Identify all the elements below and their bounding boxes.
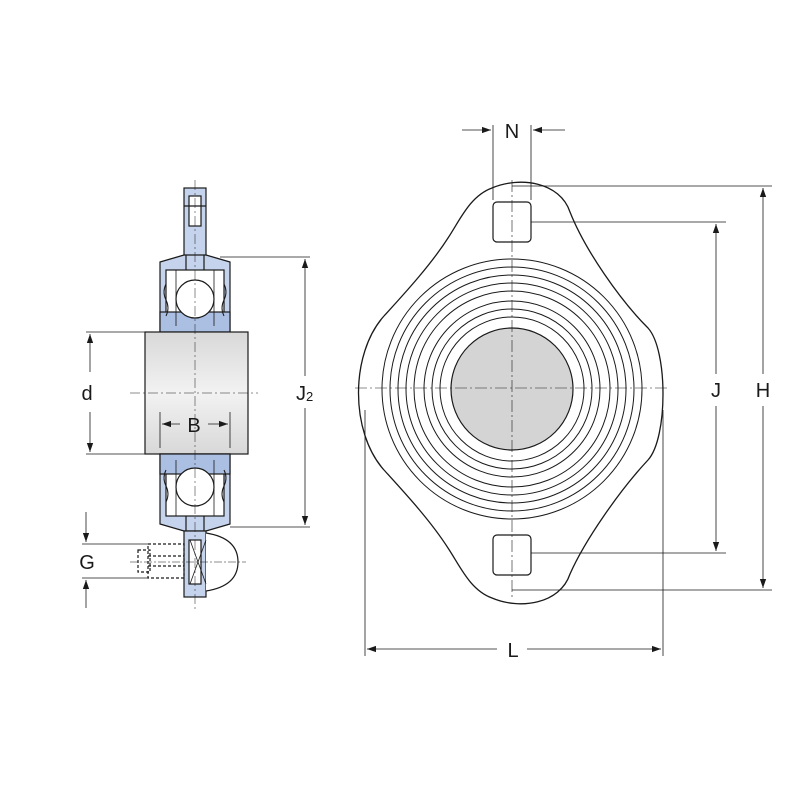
label-h: H: [756, 380, 770, 402]
label-j2: J2: [296, 383, 313, 405]
side-view-dimensions: [82, 256, 310, 608]
label-b: B: [187, 415, 200, 437]
mounting-bolt: [130, 532, 246, 592]
front-view: [355, 180, 668, 605]
label-n: N: [505, 121, 519, 143]
label-g: G: [79, 552, 95, 574]
label-d: d: [81, 383, 92, 405]
front-view-dimensions: [364, 125, 772, 656]
label-j: J: [711, 380, 721, 402]
side-section-view: [130, 180, 258, 610]
dimension-labels: N d B J2 J H G L: [79, 121, 770, 662]
label-j2-main: J: [296, 383, 306, 405]
label-l: L: [507, 640, 518, 662]
label-j2-sub: 2: [306, 389, 313, 404]
